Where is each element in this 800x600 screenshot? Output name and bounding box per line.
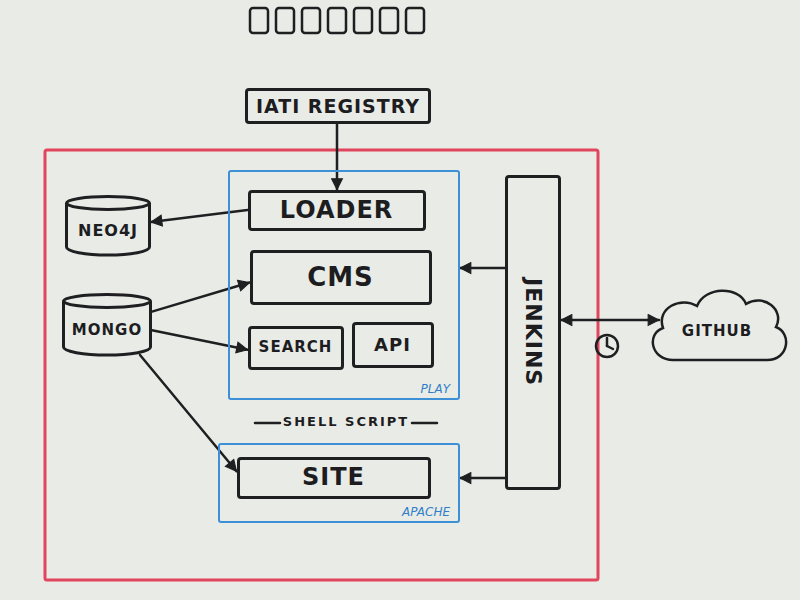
connector-arrow: [152, 283, 250, 312]
cloud-service: GITHUB: [643, 282, 791, 368]
container-label: APACHE: [402, 505, 450, 519]
apache-container: APACHE SITE: [218, 443, 460, 523]
connector-arrow: [151, 210, 248, 222]
node-label: JENKINS: [521, 278, 545, 386]
process-box: API: [352, 322, 434, 368]
node-label: CMS: [307, 263, 374, 292]
process-box: CMS: [250, 250, 432, 305]
process-box: SEARCH: [248, 326, 344, 370]
system-boundary: [45, 150, 598, 580]
node-label: SITE: [302, 464, 365, 490]
node-label: LOADER: [280, 197, 394, 223]
process-box: LOADER: [248, 190, 426, 231]
registry-box: IATI REGISTRY: [245, 88, 431, 124]
process-box: SITE: [237, 457, 431, 499]
node-label: NEO4J: [78, 222, 138, 240]
node-label: MONGO: [72, 322, 142, 339]
connector-arrow: [140, 355, 237, 471]
play-container: PLAY LOADER CMS SEARCH API: [228, 170, 460, 400]
connector-arrow: [561, 319, 659, 322]
connector-arrow: [152, 330, 248, 350]
ci-server-box: JENKINS: [505, 175, 561, 490]
node-label: GITHUB: [682, 323, 752, 340]
connector-arrow: [336, 124, 339, 190]
clock-icon: [596, 335, 618, 357]
connector-arrow: [460, 267, 505, 270]
container-label: PLAY: [421, 382, 450, 396]
connector-arrow: [460, 477, 505, 480]
node-label: API: [374, 335, 411, 355]
feed-documents: [250, 8, 424, 33]
database-cylinder: NEO4J: [65, 195, 151, 255]
database-cylinder: MONGO: [62, 293, 152, 355]
annotation-label: SHELL SCRIPT: [283, 414, 409, 429]
node-label: IATI REGISTRY: [256, 96, 420, 117]
node-label: SEARCH: [259, 339, 333, 356]
